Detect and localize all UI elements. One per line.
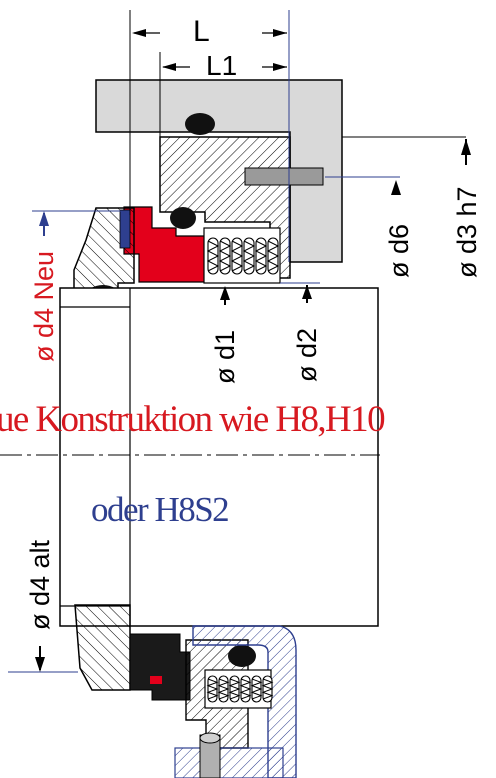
o-ring-lower: [228, 645, 256, 667]
spring-coil: [218, 240, 232, 272]
note-konstruktion: ue Konstruktion wie H8,H10: [0, 399, 386, 440]
spring-coil: [230, 240, 244, 272]
spring-coil: [242, 240, 256, 272]
dim-d4neu-arrow: [39, 211, 49, 226]
blue-housing-lower: [192, 625, 297, 778]
dim-d6-arrow: [391, 180, 401, 195]
dim-d3-arrow: [461, 139, 471, 155]
dim-d1-arrow: [220, 286, 230, 300]
springs-lower: [206, 675, 274, 703]
label-L: L: [193, 15, 210, 48]
red-edge: [150, 676, 162, 684]
pin-lower-head: [199, 732, 221, 744]
spring-coil: [254, 240, 268, 272]
spring-coil: [206, 240, 220, 272]
dim-d4alt-arrow: [35, 657, 45, 672]
spring-lower-coil: [206, 678, 219, 700]
dim-L-arrow-right: [273, 29, 287, 37]
label-d1: ø d1: [210, 329, 240, 384]
shaft: [59, 287, 379, 627]
label-L1: L1: [206, 50, 238, 81]
dim-d2-arrow: [302, 285, 312, 299]
springs-upper: [206, 237, 280, 275]
spring-lower-coil: [217, 678, 230, 700]
collar-left-lower: [74, 604, 131, 691]
o-ring-top: [185, 113, 215, 135]
spring-lower-coil: [239, 678, 252, 700]
lower-base: [174, 747, 284, 778]
black-seat: [129, 633, 191, 701]
spring-lower-coil: [250, 678, 263, 700]
collar-blue-insert: [119, 209, 131, 249]
spring-coil: [266, 240, 280, 272]
spring-lower-coil: [228, 678, 241, 700]
dim-L-arrow-left: [132, 29, 146, 37]
label-d6: ø d6: [384, 223, 414, 278]
anti-rotation-pin: [244, 167, 324, 186]
label-d4alt: ø d4 alt: [25, 539, 55, 630]
label-d4neu: ø d4 Neu: [29, 250, 59, 362]
note-oder: oder H8S2: [91, 490, 230, 529]
label-d2: ø d2: [292, 327, 322, 382]
dim-L1-arrow-left: [162, 63, 176, 71]
spring-lower-coil: [261, 678, 274, 700]
label-d3h7: ø d3 h7: [452, 186, 482, 278]
o-ring-face: [170, 207, 196, 229]
dim-L1-arrow-right: [273, 63, 287, 71]
